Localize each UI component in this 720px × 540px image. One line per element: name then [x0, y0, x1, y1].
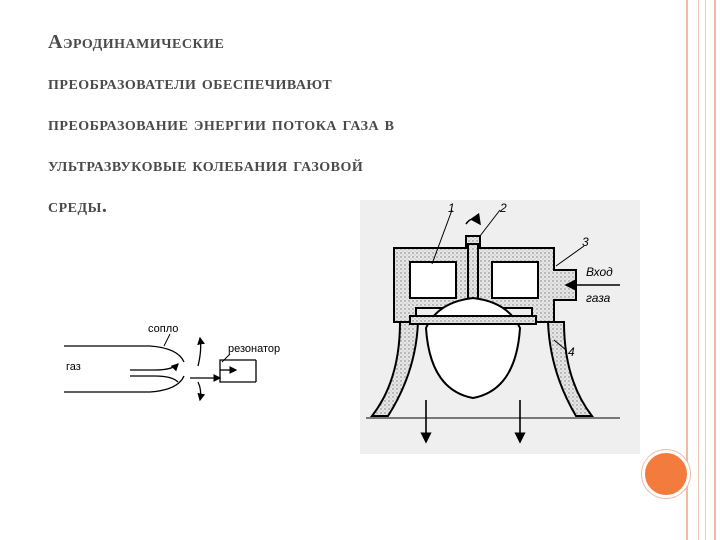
- title-line-2: преобразователи обеспечивают: [48, 72, 333, 94]
- label-3: 3: [582, 235, 589, 249]
- orange-circle-decoration: [642, 450, 690, 498]
- label-2: 2: [499, 201, 507, 215]
- label-1: 1: [448, 201, 455, 215]
- label-resonator: резонатор: [228, 343, 280, 355]
- title-line-4: ультразвуковые колебания газовой: [48, 154, 364, 176]
- title-line-5: среды.: [48, 195, 108, 217]
- nozzle-resonator-diagram: сопло резонатор газ: [64, 323, 280, 402]
- label-inlet-line2: газа: [586, 291, 611, 305]
- label-nozzle: сопло: [148, 323, 178, 335]
- label-gas: газ: [66, 361, 81, 373]
- decorative-border: [686, 0, 716, 540]
- title-line-3: преобразование энергии потока газа в: [48, 113, 395, 135]
- slide-title: Аэродинамические преобразователи обеспеч…: [48, 22, 648, 227]
- label-4: 4: [568, 345, 575, 359]
- title-line-1: Аэродинамические: [48, 31, 225, 53]
- emitter-cross-section-diagram: 1 2 3 4 Вход газа: [360, 200, 640, 454]
- label-inlet-line1: Вход: [586, 265, 613, 279]
